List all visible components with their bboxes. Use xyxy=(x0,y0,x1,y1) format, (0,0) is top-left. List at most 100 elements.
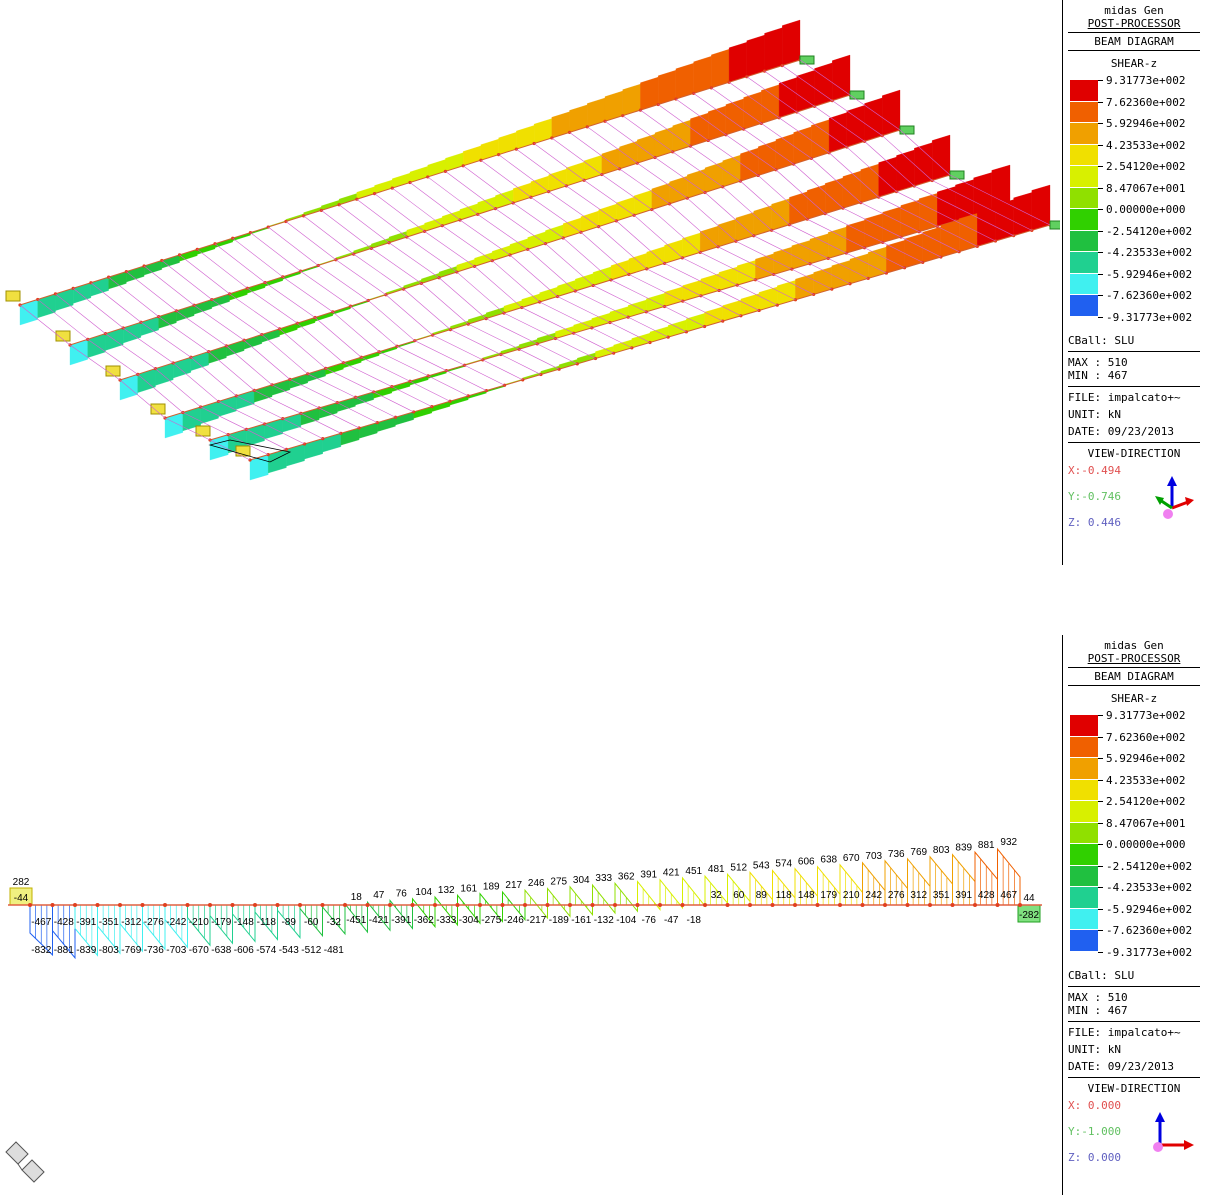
node-point xyxy=(230,903,235,907)
shear-panel-3d xyxy=(669,176,688,205)
color-swatch xyxy=(1070,295,1098,317)
node-point xyxy=(298,903,302,907)
file-name: FILE: impalcato+~ xyxy=(1068,1026,1181,1039)
node-point xyxy=(939,255,943,259)
cross-beam xyxy=(658,104,709,141)
shear-panel-3d xyxy=(155,362,174,386)
shear-label-start: 839 xyxy=(955,843,972,854)
cross-beam xyxy=(991,210,1032,231)
scale-tick xyxy=(1098,908,1103,910)
cross-beam xyxy=(557,296,611,323)
cross-beam xyxy=(498,154,549,192)
cross-beam xyxy=(355,397,396,418)
cross-beam xyxy=(509,254,558,297)
view-z: Z: 0.000 xyxy=(1068,1151,1121,1164)
shear-label-end: -246 xyxy=(504,915,524,926)
cross-beam xyxy=(583,179,635,216)
support-block xyxy=(849,90,865,100)
shear-panel-3d xyxy=(900,199,920,238)
model-viewport-3d[interactable] xyxy=(0,0,1060,565)
cross-beam xyxy=(743,128,794,165)
shear-label-start: -276 xyxy=(144,917,164,928)
cross-beam xyxy=(318,407,360,429)
scale-value: -5.92946e+002 xyxy=(1106,267,1193,281)
scale-value: 4.23533e+002 xyxy=(1106,773,1186,787)
pencil-tool-icon[interactable] xyxy=(2,1140,52,1192)
shear-panel-3d xyxy=(842,170,861,209)
shear-label-end: 179 xyxy=(820,890,837,901)
cross-beam xyxy=(236,395,283,419)
shear-panel-3d xyxy=(955,179,974,222)
shear-label-end: 89 xyxy=(756,890,768,901)
shear-panel-3d xyxy=(675,63,694,100)
model-viewport-elevation[interactable]: -467-428-391-351-312-276-242-210-179-148… xyxy=(0,600,1060,1195)
cross-beam xyxy=(211,299,262,335)
shear-label-end: -362 xyxy=(414,915,434,926)
shear-label-end: -638 xyxy=(211,945,231,956)
shear-label-end: -391 xyxy=(391,915,411,926)
shear-panel-3d xyxy=(261,328,280,343)
scale-value: -7.62360e+002 xyxy=(1106,924,1193,937)
shear-label-start: 189 xyxy=(483,882,500,893)
scale-value: 2.54120e+002 xyxy=(1106,795,1186,808)
shear-panel-3d xyxy=(356,186,375,200)
cross-beam xyxy=(700,295,742,317)
axis-triad-icon xyxy=(1155,476,1194,519)
scale-tick xyxy=(1098,801,1103,802)
node-point xyxy=(770,903,775,907)
cross-beam xyxy=(321,210,372,249)
cross-beam xyxy=(55,293,106,334)
cross-beam xyxy=(545,243,594,286)
cross-beam xyxy=(392,187,443,226)
color-swatch xyxy=(1070,80,1098,102)
cross-beam xyxy=(700,252,756,281)
color-swatch xyxy=(1070,844,1098,866)
cross-beam xyxy=(378,351,429,377)
cross-beam xyxy=(37,299,88,340)
cross-beam xyxy=(1009,204,1051,226)
support-block xyxy=(195,425,211,437)
scale-tick xyxy=(1098,209,1103,210)
component-label: SHEAR-z xyxy=(1110,692,1158,705)
cross-beam xyxy=(69,344,121,381)
shear-label-end: -275 xyxy=(481,915,501,926)
diagram-type: BEAM DIAGRAM xyxy=(1094,670,1174,683)
cross-beam xyxy=(356,198,407,238)
node-point xyxy=(343,903,347,907)
shear-label-end: 467 xyxy=(1000,890,1017,901)
scale-tick xyxy=(1098,230,1103,232)
cross-beam xyxy=(463,165,514,204)
cross-beam xyxy=(228,434,269,455)
cross-beam xyxy=(664,263,720,291)
cross-beam xyxy=(551,137,602,175)
shear-panel-3d xyxy=(682,232,701,259)
end-label: -44 xyxy=(14,893,29,904)
shear-panel-3d xyxy=(782,19,801,66)
scale-value: 9.31773e+002 xyxy=(1106,709,1186,722)
shear-label-end: 312 xyxy=(910,890,927,901)
cross-beam xyxy=(773,274,814,295)
shear-label-end: 118 xyxy=(776,890,792,901)
shear-panel-3d xyxy=(878,156,897,198)
color-swatch xyxy=(1070,166,1098,188)
cross-beam xyxy=(247,287,298,324)
shear-label-start: 246 xyxy=(528,878,545,889)
cross-beam xyxy=(807,218,865,248)
cross-beam xyxy=(197,249,248,289)
color-swatch xyxy=(1070,273,1098,295)
cross-beam xyxy=(651,209,701,253)
shear-panel-3d xyxy=(551,111,570,139)
cross-beam xyxy=(728,82,780,118)
cross-beam xyxy=(832,100,883,136)
cross-beam xyxy=(616,220,665,264)
shear-label-end: 242 xyxy=(865,890,882,901)
color-swatch xyxy=(1070,230,1098,252)
shear-panel-3d xyxy=(824,177,844,214)
shear-label-start: 451 xyxy=(685,866,702,877)
cross-beam xyxy=(193,304,245,341)
shear-panel-3d xyxy=(161,254,180,269)
shear-panel-3d xyxy=(958,213,978,252)
shear-panel-3d xyxy=(521,293,540,308)
cross-beam xyxy=(432,334,483,361)
